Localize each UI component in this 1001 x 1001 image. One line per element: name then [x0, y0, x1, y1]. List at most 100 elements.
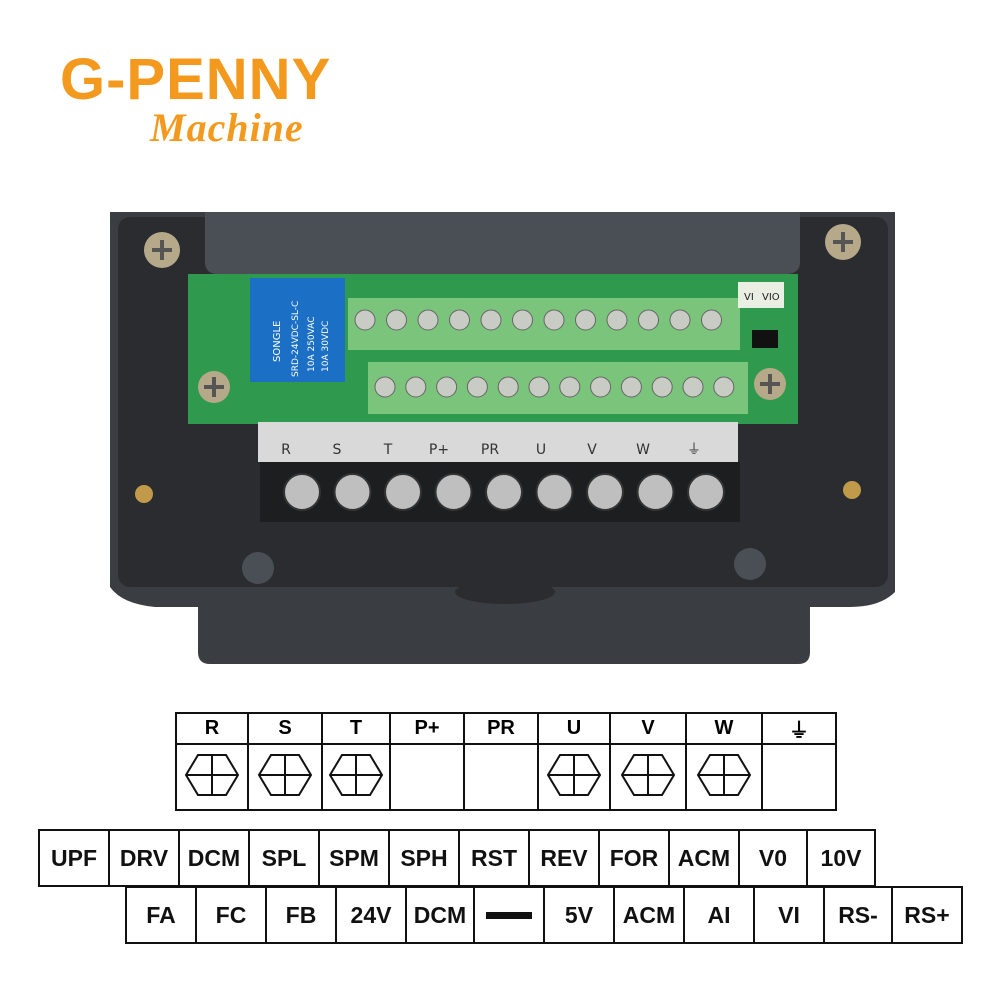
power-terminal-cell	[389, 743, 465, 811]
terminal-screw-icon	[184, 753, 240, 796]
terminal-screw-icon	[620, 376, 642, 398]
terminal-screw-icon	[696, 753, 752, 796]
inverter-terminal-photo: SONGLE SRD-24VDC-SL-C 10A 250VAC 10A 30V…	[110, 212, 895, 664]
terminal-screw-icon	[701, 309, 722, 331]
terminal-screw-icon	[374, 376, 396, 398]
control-terminal-label: FC	[195, 886, 267, 944]
power-screw-icon	[283, 473, 321, 511]
strip-label: U	[536, 442, 546, 458]
power-screw-icon	[384, 473, 422, 511]
control-terminal-label: V0	[738, 829, 808, 887]
terminal-screw-icon	[669, 309, 691, 331]
lower-terminal-block	[368, 362, 748, 414]
terminal-screw-icon	[606, 309, 628, 331]
terminal-screw-icon	[405, 376, 427, 398]
terminal-screw-icon	[543, 309, 565, 331]
strip-label: PR	[481, 442, 499, 458]
control-terminal-label: REV	[528, 829, 600, 887]
control-terminal-label: FOR	[598, 829, 670, 887]
terminal-screw-icon	[328, 753, 384, 796]
terminal-screw-icon	[436, 376, 458, 398]
terminal-screw-icon	[575, 309, 596, 331]
strip-label: W	[636, 442, 650, 458]
control-terminal-label: RS-	[823, 886, 893, 944]
control-terminal-label: 5V	[543, 886, 615, 944]
power-terminal-label: P+	[389, 712, 465, 745]
logo-tagline: Machine	[150, 105, 304, 150]
svg-text:SRD-24VDC-SL-C: SRD-24VDC-SL-C	[291, 301, 301, 377]
strip-label: T	[383, 442, 393, 458]
terminal-screw-icon	[497, 376, 519, 398]
terminal-screw-icon	[417, 309, 439, 331]
control-terminal-label: RS+	[891, 886, 963, 944]
terminal-screw-icon	[620, 753, 676, 796]
terminal-screw-icon	[480, 309, 502, 331]
control-terminal-label: SPM	[318, 829, 390, 887]
power-terminal-cell	[175, 743, 249, 811]
terminal-screw-icon	[559, 376, 581, 398]
power-terminal-cell	[537, 743, 611, 811]
svg-text:SONGLE: SONGLE	[272, 321, 283, 362]
strip-label: V	[587, 442, 597, 458]
control-terminal-label: 10V	[806, 829, 876, 887]
power-screw-icon	[636, 473, 675, 511]
terminal-screw-icon	[528, 376, 550, 398]
power-terminal-label: R	[175, 712, 249, 745]
control-terminal-label: RST	[458, 829, 530, 887]
screw-icon	[825, 224, 861, 260]
power-screw-icon	[535, 473, 574, 511]
strip-label: ⏚	[687, 442, 701, 458]
svg-text:10A 250VAC: 10A 250VAC	[307, 316, 317, 372]
terminal-screw-icon	[638, 309, 659, 331]
power-terminal-cell	[685, 743, 763, 811]
control-terminal-label: SPH	[388, 829, 460, 887]
control-terminal-label: ACM	[668, 829, 740, 887]
power-terminal-label: PR	[463, 712, 539, 745]
terminal-screw-icon	[257, 753, 313, 796]
terminal-screw-icon	[682, 376, 704, 398]
terminal-screw-icon	[386, 309, 407, 331]
power-screw-icon	[687, 473, 725, 511]
brand-logo: G-PENNY Machine	[58, 40, 398, 150]
strip-label: R	[281, 442, 291, 458]
terminal-screw-icon	[512, 309, 533, 331]
svg-text:VI: VI	[744, 292, 754, 303]
power-terminal-cell	[321, 743, 391, 811]
terminal-screw-icon	[713, 376, 735, 398]
power-screw-icon	[333, 473, 372, 511]
terminal-screw-icon	[651, 376, 673, 398]
control-terminal-label: 24V	[335, 886, 407, 944]
power-terminal-label: S	[247, 712, 323, 745]
power-terminal-label: U	[537, 712, 611, 745]
power-terminal-cell	[761, 743, 837, 811]
power-terminal-label: W	[685, 712, 763, 745]
power-screw-icon	[485, 473, 523, 511]
blank-dash-icon	[486, 911, 532, 919]
strip-label: S	[333, 442, 342, 458]
terminal-label-strip	[258, 422, 738, 462]
terminal-screw-icon	[590, 376, 612, 398]
svg-text:VIO: VIO	[762, 292, 780, 303]
control-terminal-label: DRV	[108, 829, 180, 887]
relay: SONGLE SRD-24VDC-SL-C 10A 250VAC 10A 30V…	[250, 278, 345, 382]
logo-brand-name: G-PENNY	[60, 47, 332, 112]
power-terminal-label: ⏚	[761, 712, 837, 745]
power-screw-icon	[586, 473, 624, 511]
strip-label: P+	[429, 442, 449, 458]
control-terminal-label: UPF	[38, 829, 110, 887]
control-terminal-label: DCM	[178, 829, 250, 887]
power-screw-icon	[434, 473, 473, 511]
control-terminal-label: ACM	[613, 886, 685, 944]
power-terminal-cell	[463, 743, 539, 811]
control-terminal-label: VI	[753, 886, 825, 944]
control-terminal-label: DCM	[405, 886, 475, 944]
terminal-screw-icon	[354, 309, 376, 331]
control-terminal-label: FB	[265, 886, 337, 944]
control-terminal-label: AI	[683, 886, 755, 944]
terminal-screw-icon	[546, 753, 602, 796]
svg-text:10A 30VDC: 10A 30VDC	[321, 321, 331, 372]
upper-terminal-block	[348, 298, 740, 350]
power-terminal-label: T	[321, 712, 391, 745]
power-terminal-cell	[247, 743, 323, 811]
